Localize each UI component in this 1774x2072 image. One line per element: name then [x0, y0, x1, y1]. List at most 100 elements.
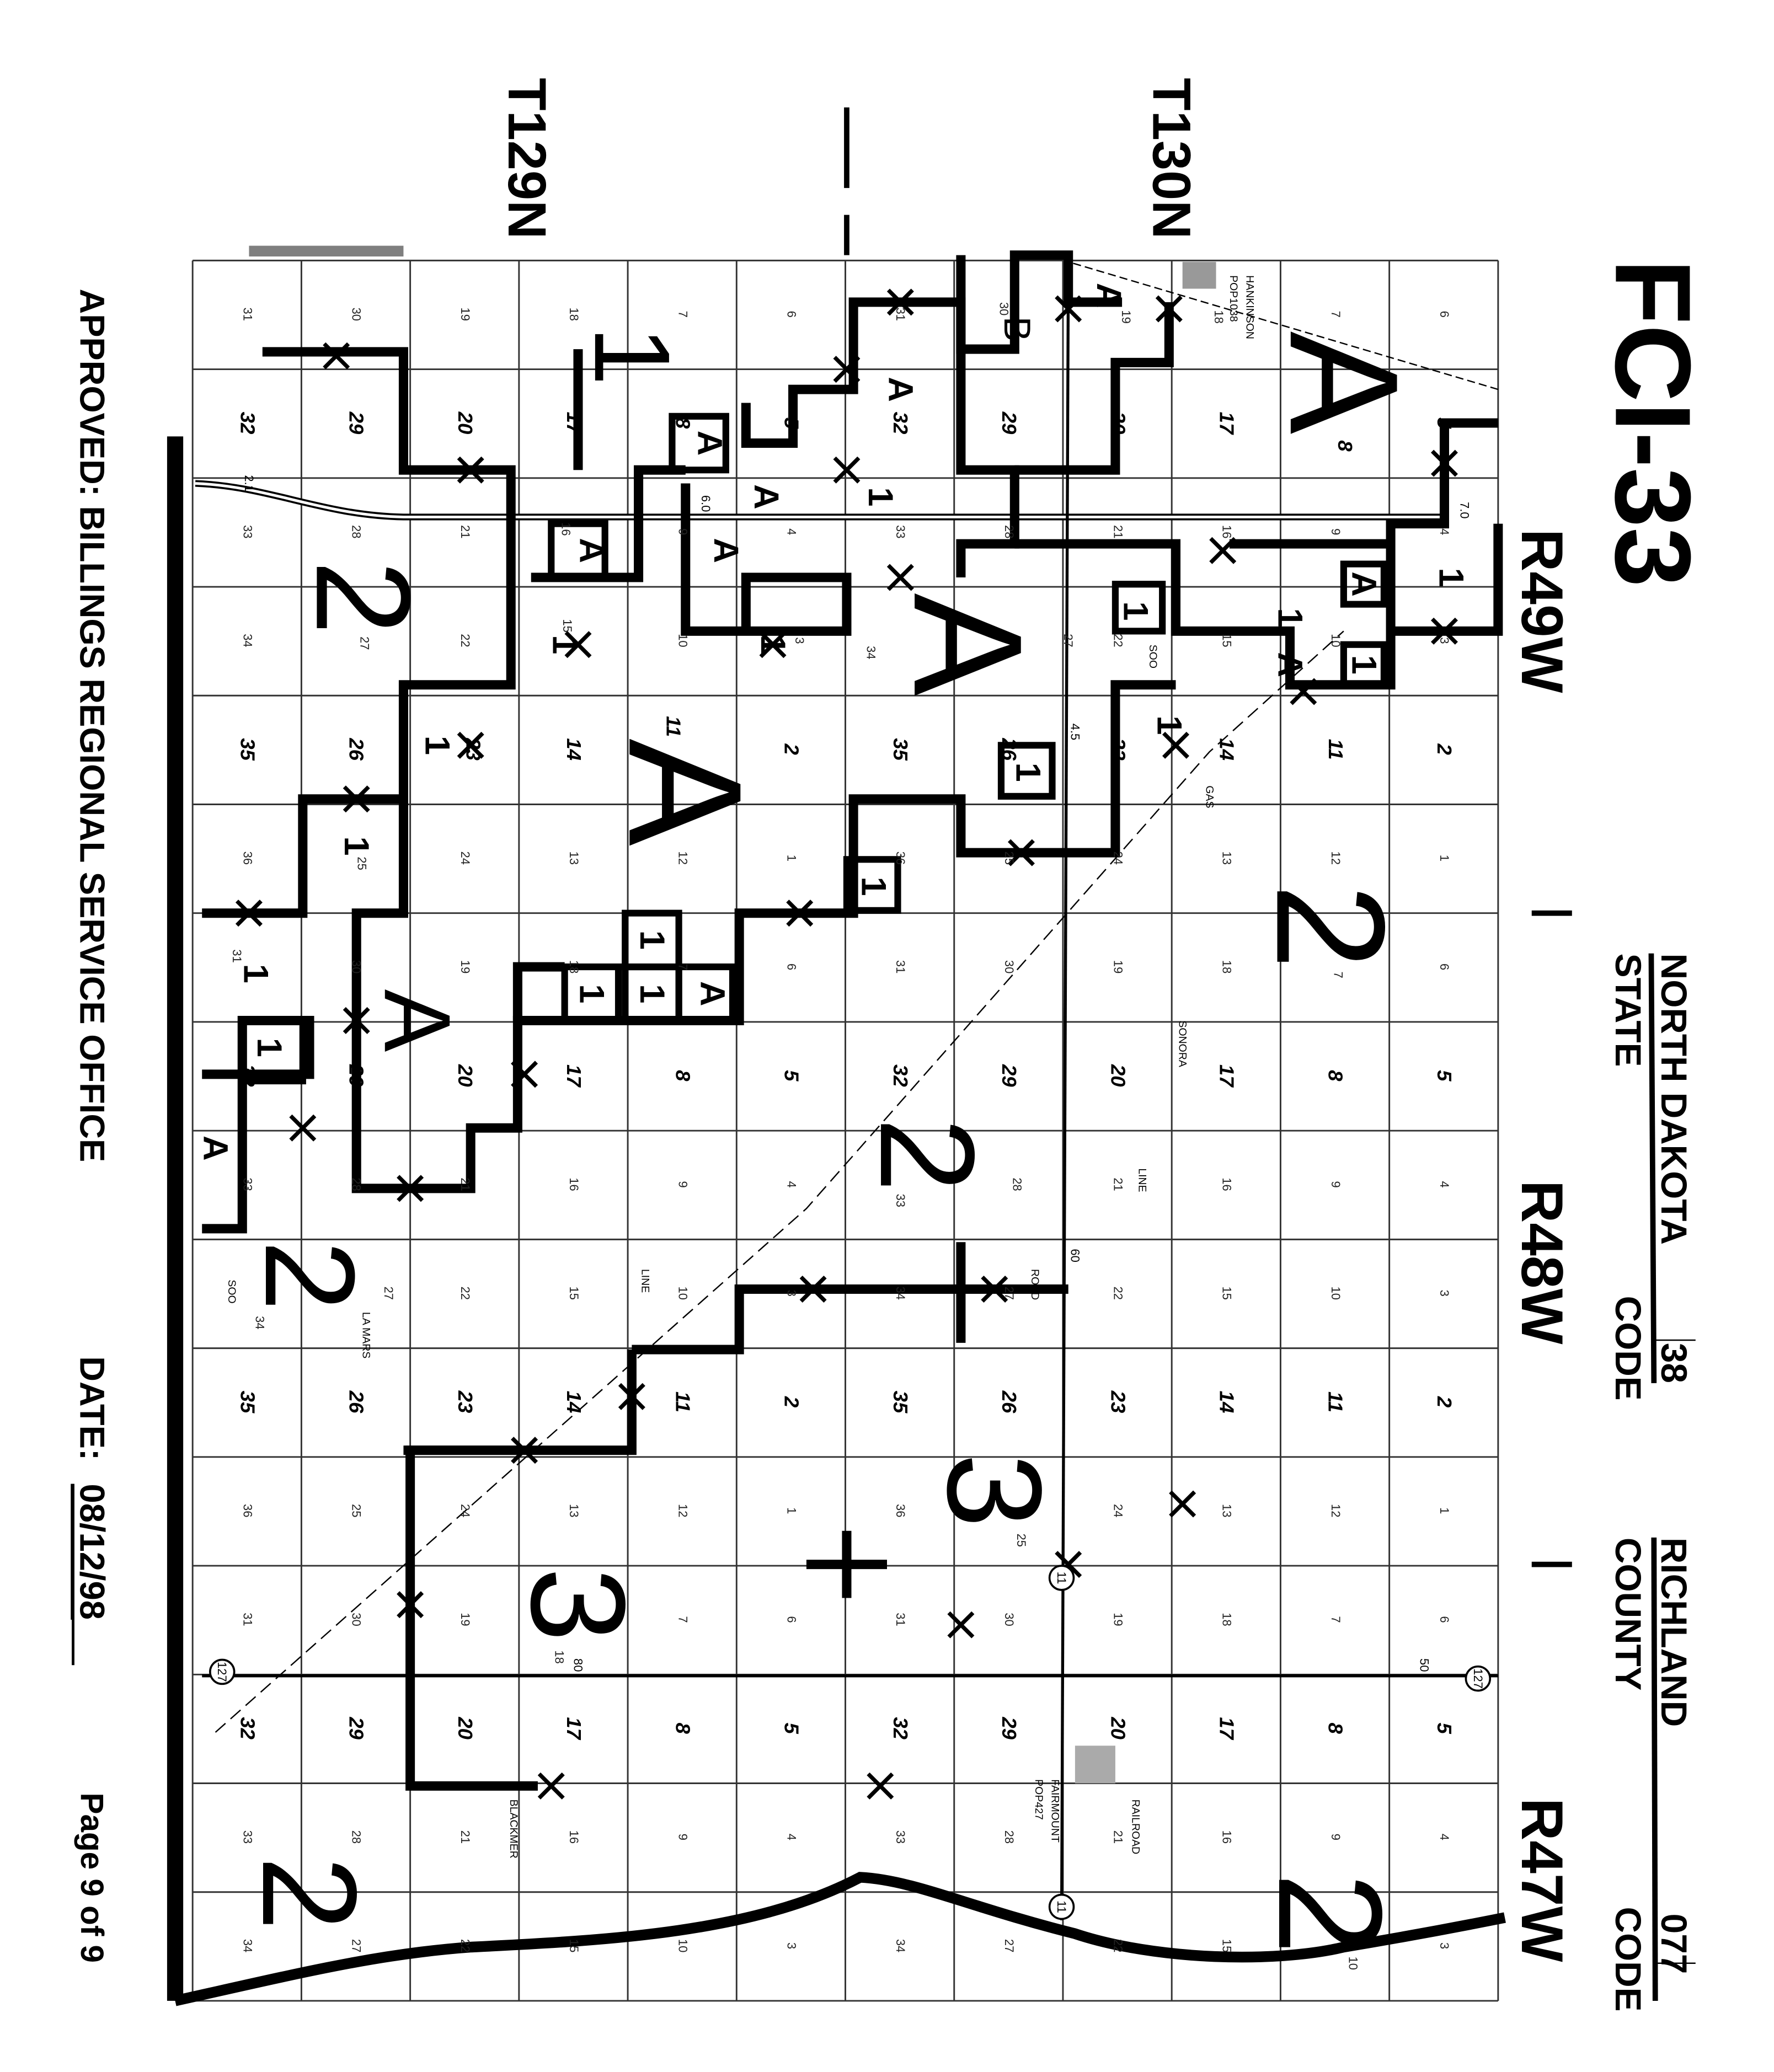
road-number: 4.5: [1068, 724, 1082, 740]
place-sonora: SONORA: [1177, 1020, 1189, 1067]
section-number: 20: [1107, 1716, 1129, 1739]
section-numbers: 6543216543216543789101112789101112789101…: [230, 302, 1456, 1970]
section-number: 12: [1329, 1504, 1343, 1517]
section-number: 14: [563, 1391, 585, 1414]
section-number: 24: [458, 1504, 472, 1517]
boundary-ticks: [844, 107, 1572, 1567]
section-number: 18: [567, 960, 581, 973]
section-number: 26: [345, 737, 368, 761]
x-mark-icon: [1055, 295, 1082, 323]
zone-label: A: [1344, 571, 1383, 597]
section-number: 22: [458, 634, 472, 647]
zone-label: A: [691, 431, 729, 456]
x-mark-icon: [1430, 449, 1458, 477]
range-label-r49w: R49W: [1509, 529, 1575, 693]
section-number: 11: [671, 1391, 694, 1412]
section-number: 34: [241, 634, 255, 647]
section-number: 31: [241, 1613, 255, 1626]
x-mark-icon: [235, 900, 263, 927]
zone-label: A: [572, 538, 611, 563]
section-number: 18: [567, 308, 581, 321]
section-number: 7: [676, 311, 690, 318]
section-number: 11: [1324, 1391, 1347, 1412]
x-mark-icon: [886, 288, 914, 316]
section-number: 31: [894, 1613, 907, 1626]
section-number: 6: [785, 311, 799, 318]
section-number: 10: [676, 634, 690, 647]
x-mark-icon: [457, 731, 484, 759]
section-number: 18: [1212, 310, 1226, 323]
road-number: 127: [215, 1662, 229, 1682]
x-mark-icon: [289, 1114, 317, 1142]
zone-label: 1: [418, 736, 456, 755]
section-number: 15: [567, 1939, 581, 1952]
section-number: 35: [237, 1391, 259, 1414]
section-number: 27: [357, 636, 371, 650]
section-number: 29: [345, 411, 368, 435]
zone-label: 1: [1150, 715, 1188, 735]
section-number: 33: [894, 1830, 907, 1844]
x-mark-icon: [981, 1275, 1008, 1303]
section-number: 30: [350, 308, 364, 321]
x-mark-icon: [511, 1061, 538, 1088]
zone-label: A: [1089, 283, 1128, 308]
section-number: 3: [1438, 637, 1451, 644]
x-mark-icon: [1007, 839, 1035, 866]
zone-label: A: [747, 484, 786, 510]
section-number: 31: [230, 949, 244, 962]
label-soo: SOO: [1147, 645, 1159, 668]
crossing-marks: [235, 288, 1458, 1800]
road-number: 11: [1055, 1900, 1068, 1913]
county-divider: [1651, 1537, 1658, 2001]
section-number: 17: [563, 412, 585, 435]
zone-label: A: [707, 538, 745, 563]
section-number: 3: [793, 637, 806, 644]
map-west-border: [167, 436, 184, 2001]
section-number: 21: [458, 1177, 472, 1191]
x-mark-icon: [1169, 1490, 1196, 1518]
section-number: 1: [1438, 1507, 1451, 1514]
x-mark-icon: [457, 456, 484, 484]
map-south-border: [174, 1872, 1506, 2006]
section-number: 21: [458, 525, 472, 538]
county-label: COUNTY: [1608, 1538, 1649, 1691]
section-number: 17: [1216, 1717, 1238, 1740]
section-number: 5: [781, 1723, 803, 1734]
section-number: 20: [454, 1064, 477, 1087]
date-value: 08/12/98: [73, 1484, 111, 1620]
zone-label: 2: [1248, 1872, 1413, 1955]
zone-label: 1: [1270, 608, 1309, 627]
state-name: NORTH DAKOTA: [1654, 954, 1695, 1245]
road-number: 50: [1417, 1658, 1431, 1672]
section-number: 19: [1111, 960, 1125, 973]
place-la-mars: LA MARS: [360, 1312, 372, 1358]
section-number: 10: [1346, 1957, 1360, 1970]
zone-label: 3: [503, 1567, 653, 1642]
section-number: 35: [237, 738, 259, 761]
section-number: 22: [458, 1287, 472, 1300]
road-number: 127: [1471, 1668, 1485, 1689]
state-divider: [1648, 953, 1657, 1383]
map-corner-shading: [249, 245, 404, 257]
x-mark-icon: [886, 564, 914, 591]
section-number: 4: [1438, 1181, 1451, 1187]
section-number: 15: [567, 1287, 581, 1300]
x-mark-icon: [1430, 617, 1458, 645]
section-number: 33: [894, 1194, 907, 1207]
route-shield-icon: [1048, 1565, 1075, 1591]
zone-label: 1: [861, 487, 900, 506]
section-number: 23: [1107, 1390, 1129, 1414]
zone-label: 2: [288, 560, 438, 635]
section-number: 32: [237, 1064, 259, 1087]
road-number: 11: [1055, 1572, 1068, 1584]
section-number: 9: [676, 1181, 690, 1187]
section-number: 13: [1220, 852, 1234, 865]
zone-boundaries: [202, 250, 1503, 1791]
zone-label: 1: [854, 876, 893, 896]
x-mark-icon: [947, 1611, 975, 1639]
section-number: 22: [458, 1939, 472, 1952]
zone-label: 2: [1244, 884, 1417, 970]
section-number: 16: [567, 1830, 581, 1844]
